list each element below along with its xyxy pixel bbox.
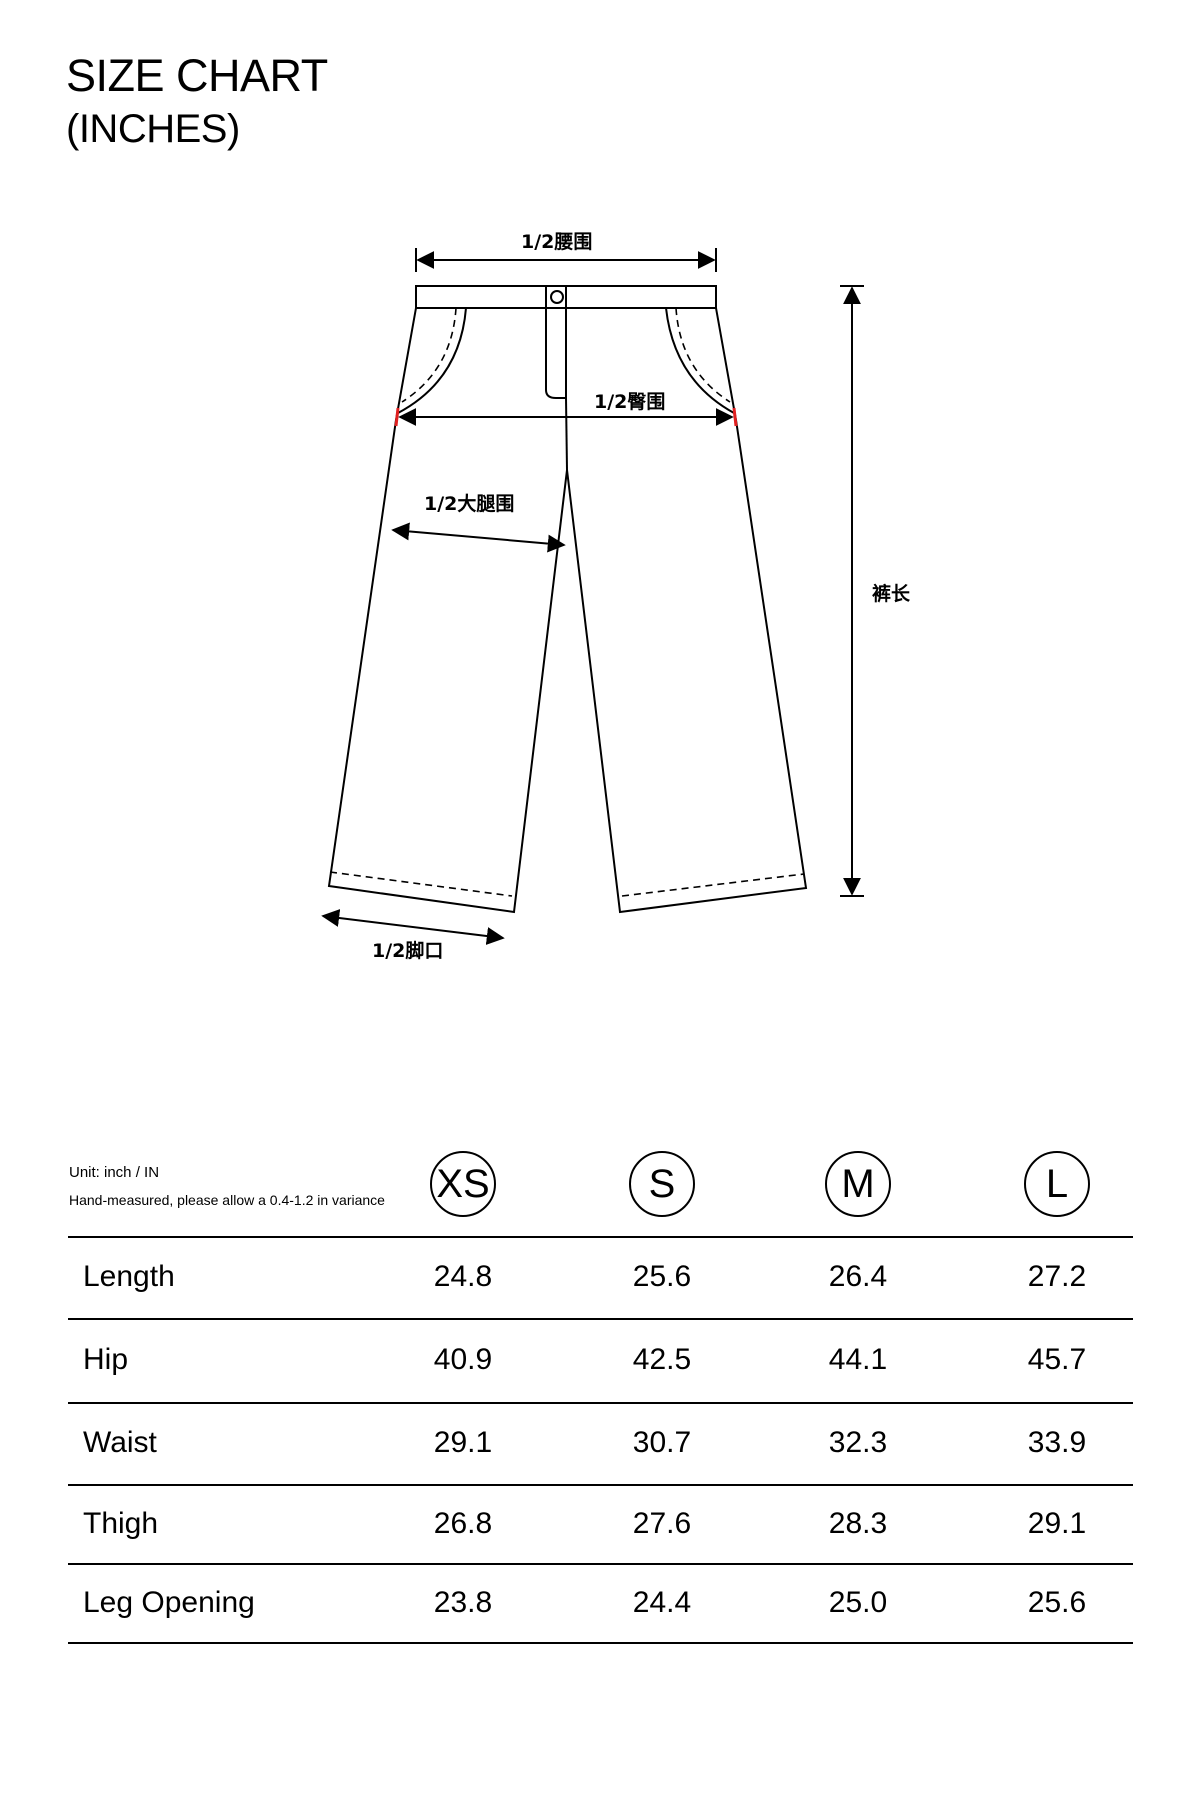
- row-label: Leg Opening: [83, 1586, 255, 1619]
- half-waist-label: 1/2腰围: [521, 231, 592, 253]
- right-leg-outline: [566, 307, 808, 914]
- table-row: Leg Opening 23.8 24.4 25.0 25.6: [68, 1563, 1133, 1643]
- cell-xs: 24.8: [433, 1260, 493, 1293]
- right-pocket: [665, 307, 735, 414]
- row-label: Length: [83, 1260, 175, 1293]
- pants-diagram: 1/2腰围 1/2臀围 1/2大腿围 裤长 1/2脚口: [0, 230, 1200, 1130]
- half-leg-opening-arrow: [321, 909, 505, 945]
- page-title: SIZE CHART: [66, 50, 328, 101]
- fly: [545, 287, 567, 399]
- page-subtitle: (INCHES): [66, 107, 240, 151]
- cell-xs: 23.8: [433, 1586, 493, 1619]
- cell-m: 25.0: [828, 1586, 888, 1619]
- cell-xs: 29.1: [433, 1426, 493, 1459]
- row-label: Thigh: [83, 1507, 159, 1540]
- cell-m: 44.1: [828, 1343, 888, 1376]
- length-label: 裤长: [872, 582, 911, 605]
- table-row: Length 24.8 25.6 26.4 27.2: [68, 1237, 1133, 1317]
- left-pocket-stitch: [401, 307, 457, 403]
- cell-m: 26.4: [828, 1260, 888, 1293]
- row-label: Hip: [83, 1343, 129, 1376]
- cell-s: 24.4: [632, 1586, 692, 1619]
- right-pocket-stitch: [675, 307, 731, 403]
- table-rule: [68, 1642, 1133, 1644]
- variance-note: Hand-measured, please allow a 0.4-1.2 in…: [69, 1192, 385, 1208]
- center-seam: [565, 397, 568, 471]
- size-header-xs: XS: [430, 1151, 496, 1217]
- table-rule: [68, 1402, 1133, 1404]
- cell-l: 29.1: [1027, 1507, 1087, 1540]
- cell-s: 25.6: [632, 1260, 692, 1293]
- cell-l: 33.9: [1027, 1426, 1087, 1459]
- cell-l: 25.6: [1027, 1586, 1087, 1619]
- table-rule: [68, 1484, 1133, 1486]
- half-leg-opening-label: 1/2脚口: [372, 940, 443, 962]
- cell-s: 30.7: [632, 1426, 692, 1459]
- table-rule: [68, 1236, 1133, 1238]
- half-thigh-label: 1/2大腿围: [424, 492, 514, 515]
- left-pocket: [397, 307, 467, 414]
- left-hem-stitch: [329, 871, 513, 897]
- cell-xs: 40.9: [433, 1343, 493, 1376]
- cell-l: 45.7: [1027, 1343, 1087, 1376]
- right-hem-stitch: [621, 873, 805, 897]
- cell-s: 42.5: [632, 1343, 692, 1376]
- cell-l: 27.2: [1027, 1260, 1087, 1293]
- button-icon: [550, 290, 564, 304]
- stitching: [329, 307, 805, 897]
- table-rule: [68, 1563, 1133, 1565]
- pants-diagram-svg: 1/2腰围 1/2臀围 1/2大腿围 裤长 1/2脚口: [321, 231, 911, 962]
- pants-outline: [327, 285, 808, 914]
- half-hip-label: 1/2臀围: [594, 391, 665, 413]
- unit-note: Unit: inch / IN Hand-measured, please al…: [68, 1140, 428, 1220]
- measurement-arrows: [321, 248, 864, 945]
- row-label: Waist: [83, 1426, 157, 1459]
- table-row: Hip 40.9 42.5 44.1 45.7: [68, 1320, 1133, 1400]
- cell-s: 27.6: [632, 1507, 692, 1540]
- table-row: Thigh 26.8 27.6 28.3 29.1: [68, 1484, 1133, 1564]
- table-rule: [68, 1318, 1133, 1320]
- left-leg-outline: [327, 307, 568, 914]
- size-header-m: M: [825, 1151, 891, 1217]
- table-row: Waist 29.1 30.7 32.3 33.9: [68, 1403, 1133, 1483]
- hip-markers: [394, 407, 738, 427]
- cell-m: 32.3: [828, 1426, 888, 1459]
- half-thigh-arrow: [391, 522, 566, 553]
- size-header-s: S: [629, 1151, 695, 1217]
- unit-label: Unit: inch / IN: [69, 1164, 160, 1181]
- cell-xs: 26.8: [433, 1507, 493, 1540]
- size-header-l: L: [1024, 1151, 1090, 1217]
- cell-m: 28.3: [828, 1507, 888, 1540]
